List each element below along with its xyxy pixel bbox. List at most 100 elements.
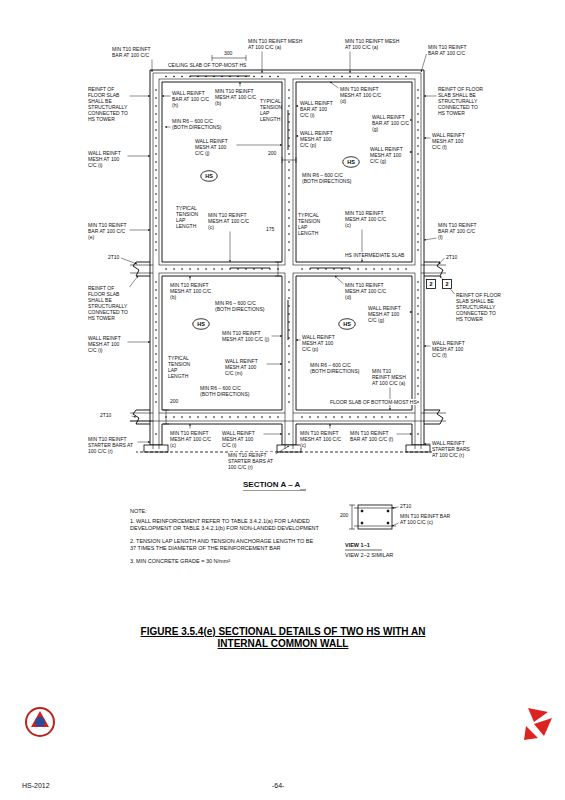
leader-line <box>237 145 283 146</box>
rebar-section <box>389 76 391 78</box>
rebar-section <box>155 281 157 283</box>
rebar-section <box>155 401 157 403</box>
rebar-section <box>173 76 175 78</box>
callout-label: 2T10 <box>108 254 119 260</box>
section-title: SECTION A – A <box>243 480 300 490</box>
rebar-section <box>341 268 343 270</box>
rebar-section <box>333 76 335 78</box>
rebar-section <box>155 233 157 235</box>
callout-label: WALL REINFT MESH AT 100 C/C (p) <box>302 334 340 352</box>
node-outline <box>443 280 452 289</box>
rebar-section <box>155 129 157 131</box>
footing <box>144 445 168 452</box>
hs-circle: HS <box>200 170 218 182</box>
rebar-section <box>155 249 157 251</box>
dimension-line <box>282 157 296 163</box>
rebar-section <box>417 193 419 195</box>
note-text: 3. MIN CONCRETE GRADE = 30 N/mm² <box>130 558 320 565</box>
leader-line <box>130 230 151 231</box>
leader-line <box>424 138 431 139</box>
callout-label: WALL REINFT MESH AT 100 C/C (g) <box>368 305 408 323</box>
leader-line <box>330 82 339 88</box>
rebar-section <box>253 416 255 418</box>
dimension-text: CEILING SLAB OF TOP-MOST HS <box>168 62 246 68</box>
dimension-line <box>275 262 281 276</box>
callout-label: MIN T10 REINFT BAR AT 100 C/C (e) <box>88 222 128 240</box>
reinforcement-bar <box>190 76 350 340</box>
section-marker: 2 <box>426 279 436 289</box>
rebar-section <box>325 416 327 418</box>
rebar-section <box>325 76 327 78</box>
callout-label: MIN T10 REINFT BAR AT 100 C/C (c) <box>400 513 452 525</box>
rebar-section <box>417 129 419 131</box>
callout-label: WALL REINFT MESH AT 100 C/C (f) <box>432 132 472 150</box>
reinforcement-bar <box>293 273 415 413</box>
rebar-section <box>229 76 231 78</box>
footing <box>120 452 460 453</box>
leader-line <box>272 336 283 337</box>
leader-line <box>276 446 290 454</box>
leader-line <box>296 340 301 341</box>
rebar-section <box>397 76 399 78</box>
rebar-section <box>288 121 290 123</box>
rebar-section <box>365 416 367 418</box>
leader-line <box>439 258 445 264</box>
rebar-section <box>288 329 290 331</box>
footing <box>406 445 430 452</box>
leader-line <box>330 424 331 429</box>
reinforcement-bar <box>130 265 446 421</box>
rebar-section <box>417 329 419 331</box>
rebar-section <box>365 76 367 78</box>
rebar-section <box>417 145 419 147</box>
dimension-text: 300 <box>224 50 232 56</box>
callout-label: MIN T10 REINFT MESH AT 100 C/C (c) <box>300 430 345 448</box>
rebar-section <box>417 89 419 91</box>
callout-label: MIN T10 REINFT MESH AT 100 C/C (a) <box>372 368 410 386</box>
rebar-section <box>417 201 419 203</box>
concrete-section <box>133 262 150 276</box>
dimension-text: 175 <box>266 226 274 232</box>
rebar-section <box>288 297 290 299</box>
rebar-section <box>205 76 207 78</box>
rebar-section <box>373 416 375 418</box>
rebar-section <box>288 169 290 171</box>
rebar-section <box>237 268 239 270</box>
rebar-section <box>397 416 399 418</box>
dimension-text: 200 <box>268 150 276 156</box>
rebar-section <box>181 416 183 418</box>
concrete-section <box>150 70 424 445</box>
callout-label: MIN T10 REINFT BAR AT 100 C/C <box>428 44 473 56</box>
rebar-section <box>288 401 290 403</box>
node-label: HS <box>205 173 213 179</box>
rebar-section <box>417 113 419 115</box>
leader-line <box>128 156 151 157</box>
rebar-section <box>288 337 290 339</box>
rebar-section <box>417 217 419 219</box>
rebar-section <box>221 268 223 270</box>
rebar-section <box>261 416 263 418</box>
rebar-section <box>417 353 419 355</box>
rebar-section <box>269 268 271 270</box>
node-label: 2 <box>445 281 448 287</box>
leader-line <box>240 82 241 87</box>
rebar-section <box>349 268 351 270</box>
view-detail <box>387 510 389 512</box>
reinforcement-bar <box>159 79 285 265</box>
rebar-section <box>288 369 290 371</box>
rebar-section <box>197 76 199 78</box>
rebar-section <box>417 249 419 251</box>
node-label: HS <box>197 321 205 327</box>
leader-line <box>132 416 137 417</box>
callout-label: WALL REINFT MESH AT 100 C/C (i) <box>88 150 126 168</box>
concrete-section <box>133 70 443 445</box>
rebar-section <box>417 233 419 235</box>
rebar-section <box>417 137 419 139</box>
rebar-section <box>288 185 290 187</box>
rebar-section <box>325 268 327 270</box>
callout-label: MIN R6 – 600 C/C (BOTH DIRECTIONS) <box>200 385 255 397</box>
rebar-section <box>229 416 231 418</box>
rebar-section <box>288 225 290 227</box>
rebar-section <box>155 105 157 107</box>
note-text: NOTE: <box>130 508 147 515</box>
